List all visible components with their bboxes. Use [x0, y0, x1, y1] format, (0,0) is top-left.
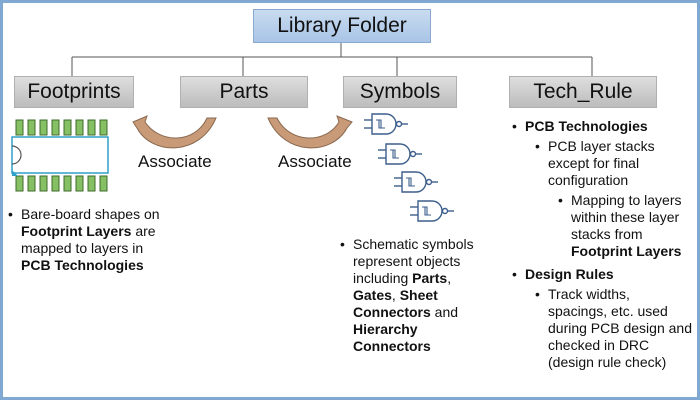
gate-symbol-icon-3	[394, 171, 438, 193]
associate-label-right: Associate	[278, 152, 352, 171]
footprints-description: Bare-board shapes on Footprint Layers ar…	[8, 206, 168, 274]
footprints-bullet: Bare-board shapes on Footprint Layers ar…	[8, 206, 168, 274]
symbols-description: Schematic symbols represent objects incl…	[340, 236, 492, 355]
pcb-technologies-bullet: PCB Technologies	[512, 118, 692, 135]
design-rules-bullet: Design Rules	[512, 266, 692, 283]
associate-arrow-left-icon	[132, 115, 217, 149]
library-folder-box: Library Folder	[253, 9, 431, 43]
chip-footprint-icon	[11, 119, 109, 192]
associate-label-left: Associate	[138, 152, 212, 171]
symbols-box: Symbols	[343, 76, 457, 108]
tech-rule-description: PCB Technologies PCB layer stacks except…	[512, 118, 692, 371]
pcb-layer-stacks-bullet: PCB layer stacks except for final config…	[535, 138, 692, 189]
footprints-box: Footprints	[14, 76, 134, 108]
symbols-bullet: Schematic symbols represent objects incl…	[340, 236, 492, 355]
track-widths-bullet: Track widths, spacings, etc. used during…	[535, 286, 692, 371]
gate-symbol-icon-4	[410, 200, 454, 222]
tech-rule-box: Tech_Rule	[509, 76, 657, 108]
tree-connectors	[71, 41, 593, 76]
associate-arrow-right-icon	[267, 115, 353, 149]
gate-symbol-icon-1	[364, 113, 408, 135]
mapping-bullet: Mapping to layers within these layer sta…	[558, 192, 692, 260]
gate-symbol-icon-2	[378, 143, 422, 165]
parts-box: Parts	[180, 76, 308, 108]
